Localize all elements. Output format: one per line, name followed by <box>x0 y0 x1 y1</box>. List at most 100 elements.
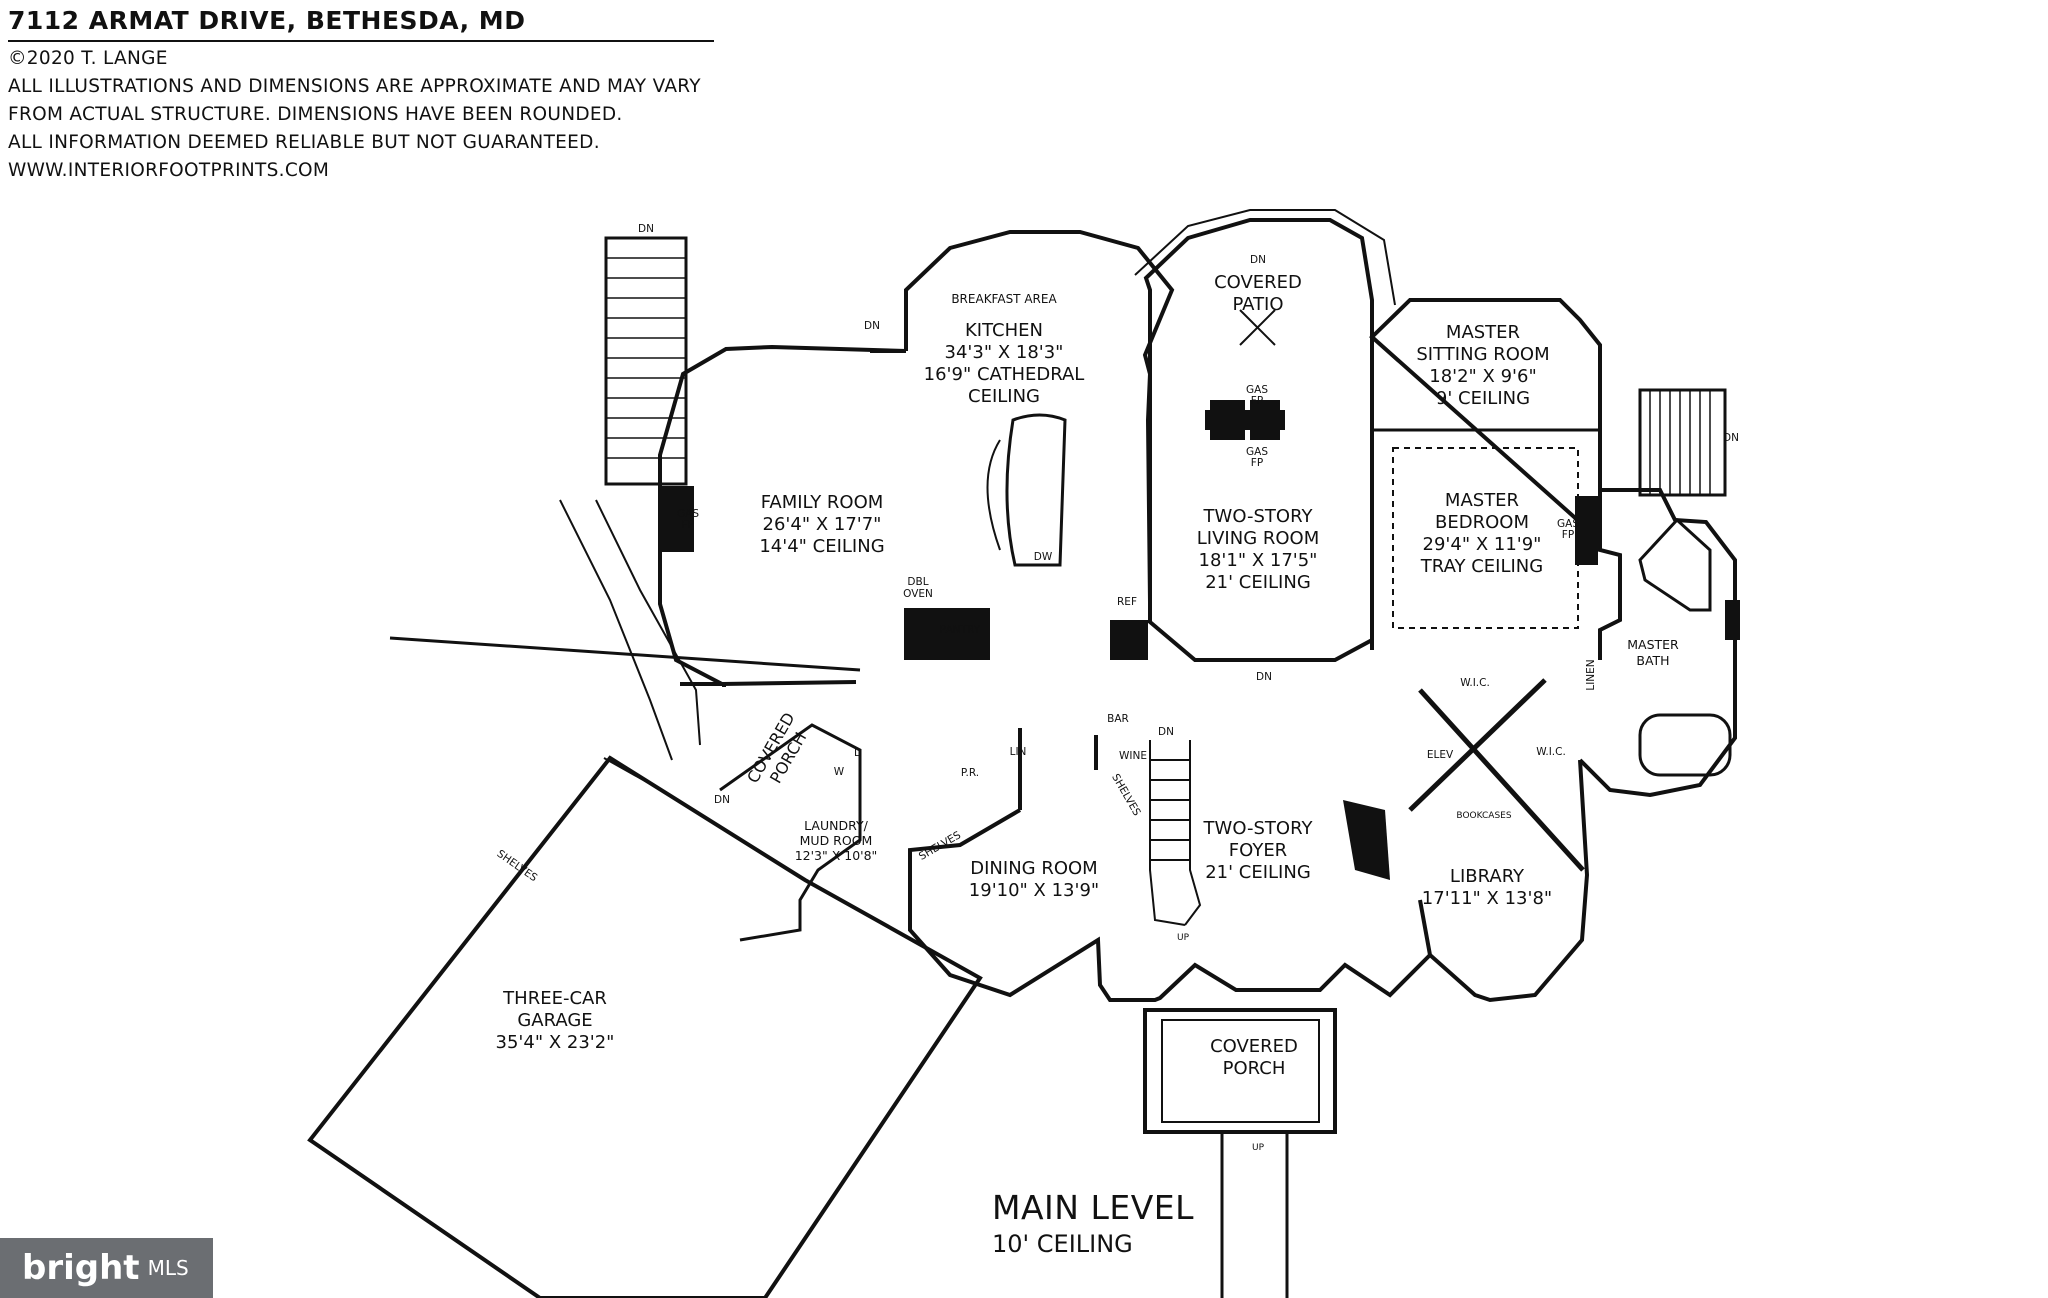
breakfast-area-label: BREAKFAST AREA <box>951 292 1057 306</box>
level-ceiling: 10' CEILING <box>992 1230 1133 1258</box>
master-bath-walls <box>1578 488 1737 798</box>
dining-name: DINING ROOM <box>970 858 1098 879</box>
library-label: LIBRARY 17'11" X 13'8" <box>1422 866 1552 910</box>
laundry-label: LAUNDRY/ MUD ROOM 12'3" X 10'8" <box>795 818 878 863</box>
gas-text: GAS <box>1557 518 1579 530</box>
patio-line-2: PATIO <box>1232 294 1284 315</box>
bedroom-ceiling: TRAY CEILING <box>1420 556 1544 577</box>
family-dim: 26'4" X 17'7" <box>762 514 882 535</box>
family-room-wall <box>658 344 907 687</box>
disclaimer-line-3: ALL INFORMATION DEEMED RELIABLE BUT NOT … <box>8 132 600 153</box>
family-name: FAMILY ROOM <box>760 492 884 513</box>
kitchen-label: KITCHEN 34'3" X 18'3" 16'9" CATHEDRAL CE… <box>924 320 1085 408</box>
fp-text: FP <box>1250 395 1264 407</box>
foyer-line-1: TWO-STORY <box>1203 818 1313 839</box>
front-walls <box>908 875 1432 1002</box>
disclaimer-line-1: ALL ILLUSTRATIONS AND DIMENSIONS ARE APP… <box>8 76 701 97</box>
website: WWW.INTERIORFOOTPRINTS.COM <box>8 160 330 181</box>
covered-patio-label: COVERED PATIO <box>1214 272 1302 316</box>
washer-label: W <box>833 766 845 778</box>
laundry-line-2: MUD ROOM <box>799 833 873 848</box>
level-title: MAIN LEVEL <box>992 1188 1195 1227</box>
exterior-stairs-left <box>604 236 688 486</box>
living-ceiling: 21' CEILING <box>1205 572 1311 593</box>
garage-walls <box>307 755 983 1298</box>
foyer-line-2: FOYER <box>1228 840 1288 861</box>
patio-line-1: COVERED <box>1214 272 1302 293</box>
wic-label-1: W.I.C. <box>1460 677 1490 689</box>
mls-logo: MLS <box>147 1256 189 1280</box>
dn-label-breakfast: DN <box>864 320 880 332</box>
foyer-label: TWO-STORY FOYER 21' CEILING <box>1204 818 1313 884</box>
dbl-text: DBL <box>907 576 929 588</box>
sitting-line-1: MASTER <box>1445 322 1521 343</box>
copyright: ©2020 T. LANGE <box>8 48 168 69</box>
dining-room-label: DINING ROOM 19'10" X 13'9" <box>969 858 1099 902</box>
foyer-staircase <box>1149 740 1202 926</box>
wic-label-2: W.I.C. <box>1536 746 1566 758</box>
laundry-line-1: LAUNDRY/ <box>804 818 868 833</box>
title-rule <box>8 40 714 42</box>
front-porch-line-2: PORCH <box>1222 1058 1286 1079</box>
garage-dim: 35'4" X 23'2" <box>495 1032 615 1053</box>
family-ceiling: 14'4" CEILING <box>759 536 885 557</box>
family-room-label: FAMILY ROOM 26'4" X 17'7" 14'4" CEILING <box>759 492 884 558</box>
linen-label: LINEN <box>1585 659 1597 691</box>
sitting-ceiling: 9' CEILING <box>1435 388 1531 409</box>
gas-text: GAS <box>677 508 699 520</box>
living-room-label: TWO-STORY LIVING ROOM 18'1" X 17'5" 21' … <box>1197 506 1319 594</box>
bedroom-dim: 29'4" X 11'9" <box>1422 534 1542 555</box>
linen-closet-label: LIN <box>1009 746 1027 758</box>
bath-line-1: MASTER <box>1627 637 1679 652</box>
living-line-1: TWO-STORY <box>1203 506 1313 527</box>
dn-label-living: DN <box>1256 671 1272 683</box>
garage-line-2: GARAGE <box>517 1010 593 1031</box>
bright-mls-watermark: bright MLS <box>0 1238 213 1298</box>
gas-text: GAS <box>1246 446 1268 458</box>
disclaimer-line-2: FROM ACTUAL STRUCTURE. DIMENSIONS HAVE B… <box>8 104 623 125</box>
bedroom-line-1: MASTER <box>1444 490 1520 511</box>
library-dim: 17'11" X 13'8" <box>1421 888 1553 909</box>
front-porch-line-1: COVERED <box>1210 1036 1298 1057</box>
fp-text: FP <box>1561 529 1575 541</box>
ceiling-fan <box>1239 309 1276 346</box>
master-bath-label: MASTER BATH <box>1627 637 1679 669</box>
bar-label: BAR <box>1107 713 1129 725</box>
exterior-stairs-right <box>1638 388 1727 497</box>
garage-line-1: THREE-CAR <box>503 988 607 1009</box>
laundry-walls <box>719 723 862 942</box>
dishwasher-label: DW <box>1033 551 1053 563</box>
dn-label-foyer: DN <box>1158 726 1174 738</box>
master-bedroom-label: MASTER BEDROOM 29'4" X 11'9" TRAY CEILIN… <box>1421 490 1543 578</box>
kitchen-ceiling-2: CEILING <box>968 386 1040 407</box>
kitchen-ceiling-1: 16'9" CATHEDRAL <box>923 364 1085 385</box>
living-line-2: LIVING ROOM <box>1196 528 1320 549</box>
bright-logo: bright <box>22 1248 140 1288</box>
master-sitting-label: MASTER SITTING ROOM 18'2" X 9'6" 9' CEIL… <box>1416 322 1549 410</box>
foyer-ceiling: 21' CEILING <box>1205 862 1311 883</box>
front-porch <box>1143 1008 1337 1134</box>
dn-label-porch: DN <box>714 794 730 806</box>
dryer-label: D <box>853 747 863 759</box>
bath-line-2: BATH <box>1636 653 1670 668</box>
sitting-line-2: SITTING ROOM <box>1416 344 1550 365</box>
dn-label-stairs-left: DN <box>638 223 654 235</box>
fp-text: FP <box>1250 457 1264 469</box>
refrigerator-label: REF <box>1117 596 1137 608</box>
dn-label-stairs-right: DN <box>1723 432 1739 444</box>
wine-label: WINE <box>1119 750 1147 762</box>
elevator-label: ELEV <box>1426 749 1454 761</box>
fireplaces <box>660 400 1740 880</box>
front-porch-label: COVERED PORCH <box>1210 1036 1298 1080</box>
pantry-label: PANTRY <box>939 624 981 636</box>
kitchen-dim: 34'3" X 18'3" <box>944 342 1064 363</box>
living-dim: 18'1" X 17'5" <box>1198 550 1318 571</box>
gas-text: GAS <box>1246 384 1268 396</box>
fp-text: FP <box>681 519 695 531</box>
kitchen-island <box>1005 413 1067 567</box>
kitchen-name: KITCHEN <box>965 320 1043 341</box>
